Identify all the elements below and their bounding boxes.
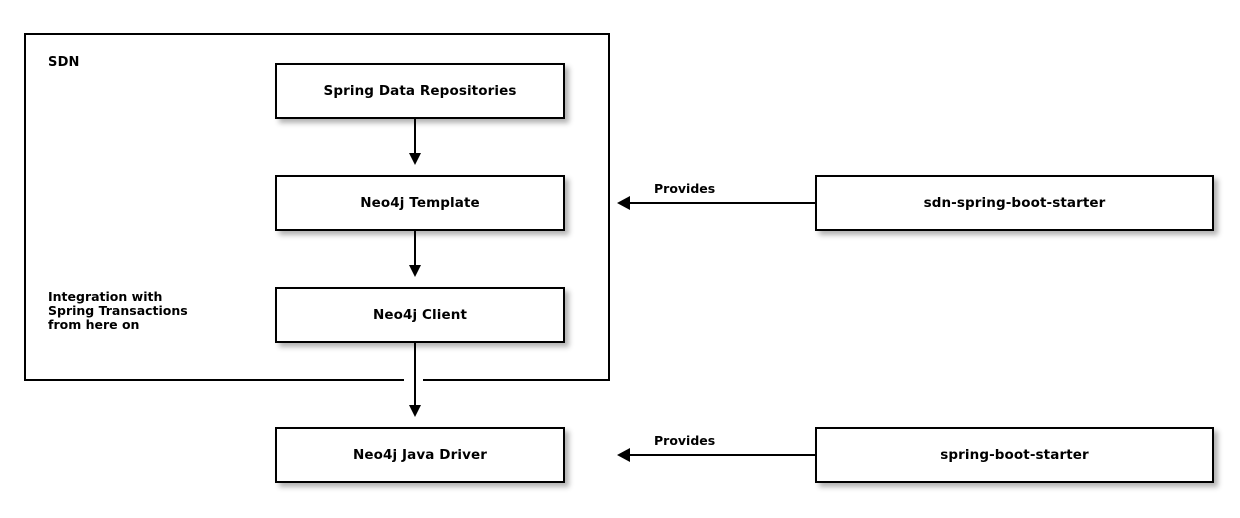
- node-neo4j-java-driver: Neo4j Java Driver: [275, 427, 565, 483]
- node-sdn-spring-boot-starter: sdn-spring-boot-starter: [815, 175, 1214, 231]
- node-spring-data-repositories: Spring Data Repositories: [275, 63, 565, 119]
- node-spring-boot-starter: spring-boot-starter: [815, 427, 1214, 483]
- edge-label-provides-upper: Provides: [654, 181, 716, 196]
- arrow-repositories-to-template: [409, 119, 421, 165]
- node-neo4j-template: Neo4j Template: [275, 175, 565, 231]
- annotation-line-3: from here on: [48, 317, 140, 332]
- annotation-line-1: Integration with: [48, 289, 163, 304]
- arrow-sdn-starter-provides-template: [617, 196, 815, 210]
- edge-label-provides-lower: Provides: [654, 433, 716, 448]
- transaction-annotation: Integration with Spring Transactions fro…: [48, 290, 188, 332]
- arrow-template-to-client: [409, 231, 421, 277]
- sdn-group-container: [24, 33, 610, 381]
- annotation-line-2: Spring Transactions: [48, 303, 188, 318]
- arrow-spring-starter-provides-driver: [617, 448, 815, 462]
- node-neo4j-client: Neo4j Client: [275, 287, 565, 343]
- arrow-client-to-driver: [409, 343, 421, 417]
- sdn-group-border-gap: [404, 375, 423, 385]
- sdn-group-label: SDN: [48, 55, 80, 70]
